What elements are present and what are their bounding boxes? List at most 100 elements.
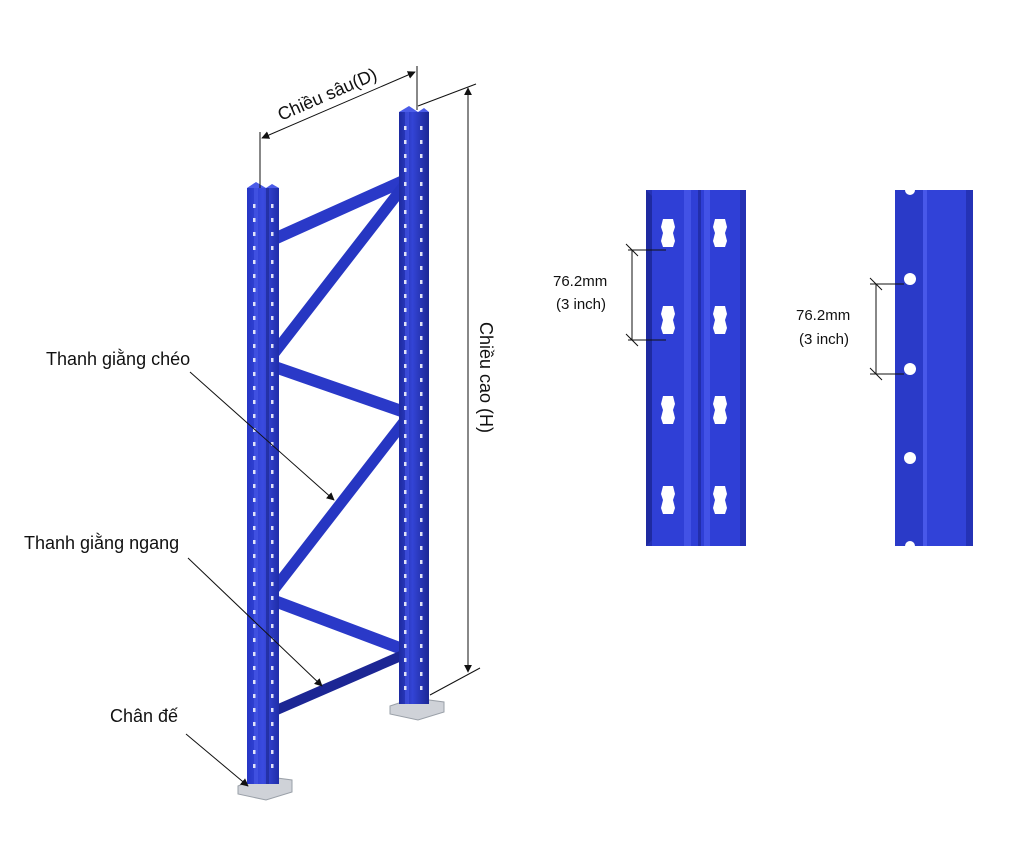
punch-hole (253, 596, 256, 600)
punch-hole (420, 504, 423, 508)
punch-hole (253, 610, 256, 614)
punch-hole (404, 462, 407, 466)
depth-dimension: Chiều sâu(D) (259, 64, 418, 188)
punch-hole (271, 316, 274, 320)
teardrop-slot (713, 219, 727, 247)
punch-hole (404, 252, 407, 256)
punch-hole (404, 504, 407, 508)
punch-hole (271, 456, 274, 460)
punch-hole (271, 344, 274, 348)
punch-hole (420, 238, 423, 242)
punch-hole (253, 274, 256, 278)
side-pitch-dimension: 76.2mm (3 inch) (796, 277, 904, 381)
punch-hole (253, 246, 256, 250)
punch-hole (420, 574, 423, 578)
side-holes (904, 185, 916, 551)
punch-hole (271, 540, 274, 544)
punch-hole (404, 350, 407, 354)
punch-hole (404, 280, 407, 284)
punch-hole (404, 238, 407, 242)
punch-hole (271, 372, 274, 376)
punch-hole (271, 246, 274, 250)
punch-hole (420, 140, 423, 144)
punch-hole (271, 694, 274, 698)
punch-hole (404, 224, 407, 228)
punch-hole (271, 722, 274, 726)
teardrop-slot (713, 486, 727, 514)
upright-left-holes (253, 204, 274, 768)
punch-hole (271, 260, 274, 264)
punch-hole (404, 588, 407, 592)
punch-hole (404, 672, 407, 676)
punch-hole (271, 428, 274, 432)
punch-hole (404, 406, 407, 410)
punch-hole (253, 428, 256, 432)
punch-hole (404, 644, 407, 648)
punch-hole (420, 336, 423, 340)
punch-hole (404, 602, 407, 606)
punch-hole (253, 288, 256, 292)
teardrop-slot (713, 306, 727, 334)
punch-hole (404, 140, 407, 144)
punch-hole (420, 616, 423, 620)
punch-hole (271, 582, 274, 586)
punch-hole (253, 372, 256, 376)
punch-hole (404, 490, 407, 494)
punch-hole (420, 406, 423, 410)
punch-hole (271, 638, 274, 642)
diagonal-brace-2 (266, 408, 416, 598)
punch-hole (404, 182, 407, 186)
punch-hole (271, 218, 274, 222)
punch-hole (420, 196, 423, 200)
diagonal-brace-label: Thanh giằng chéo (46, 348, 190, 369)
callout-horizontal: Thanh giằng ngang (24, 532, 323, 687)
punch-hole (271, 624, 274, 628)
punch-hole (253, 400, 256, 404)
punch-hole (271, 470, 274, 474)
punch-hole (271, 232, 274, 236)
punch-hole (420, 560, 423, 564)
punch-hole (253, 456, 256, 460)
punch-hole (271, 736, 274, 740)
punch-hole (253, 638, 256, 642)
punch-hole (420, 294, 423, 298)
punch-hole (271, 330, 274, 334)
punch-hole (271, 288, 274, 292)
horizontal-brace-mid (266, 360, 416, 420)
punch-hole (420, 308, 423, 312)
punch-hole (404, 308, 407, 312)
punch-hole (420, 630, 423, 634)
punch-hole (404, 434, 407, 438)
punch-hole (420, 686, 423, 690)
diagonal-brace-1 (266, 172, 416, 362)
punch-hole (404, 392, 407, 396)
punch-hole (253, 344, 256, 348)
punch-hole (420, 252, 423, 256)
punch-hole (420, 434, 423, 438)
punch-hole (253, 764, 256, 768)
punch-hole (404, 560, 407, 564)
teardrop-slot (661, 306, 675, 334)
punch-hole (420, 224, 423, 228)
punch-hole (253, 386, 256, 390)
punch-hole (253, 652, 256, 656)
punch-hole (253, 302, 256, 306)
upright-front-detail (646, 190, 746, 546)
punch-hole (420, 126, 423, 130)
base-plate-label: Chân đế (110, 706, 178, 726)
teardrop-slot (661, 396, 675, 424)
punch-hole (253, 694, 256, 698)
punch-hole (253, 554, 256, 558)
punch-hole (404, 294, 407, 298)
punch-hole (253, 624, 256, 628)
teardrop-slot (661, 219, 675, 247)
punch-hole (420, 350, 423, 354)
punch-hole (271, 554, 274, 558)
punch-hole (271, 484, 274, 488)
punch-hole (404, 448, 407, 452)
punch-hole (271, 666, 274, 670)
punch-hole (271, 610, 274, 614)
punch-hole (271, 596, 274, 600)
callout-base: Chân đế (110, 706, 249, 787)
